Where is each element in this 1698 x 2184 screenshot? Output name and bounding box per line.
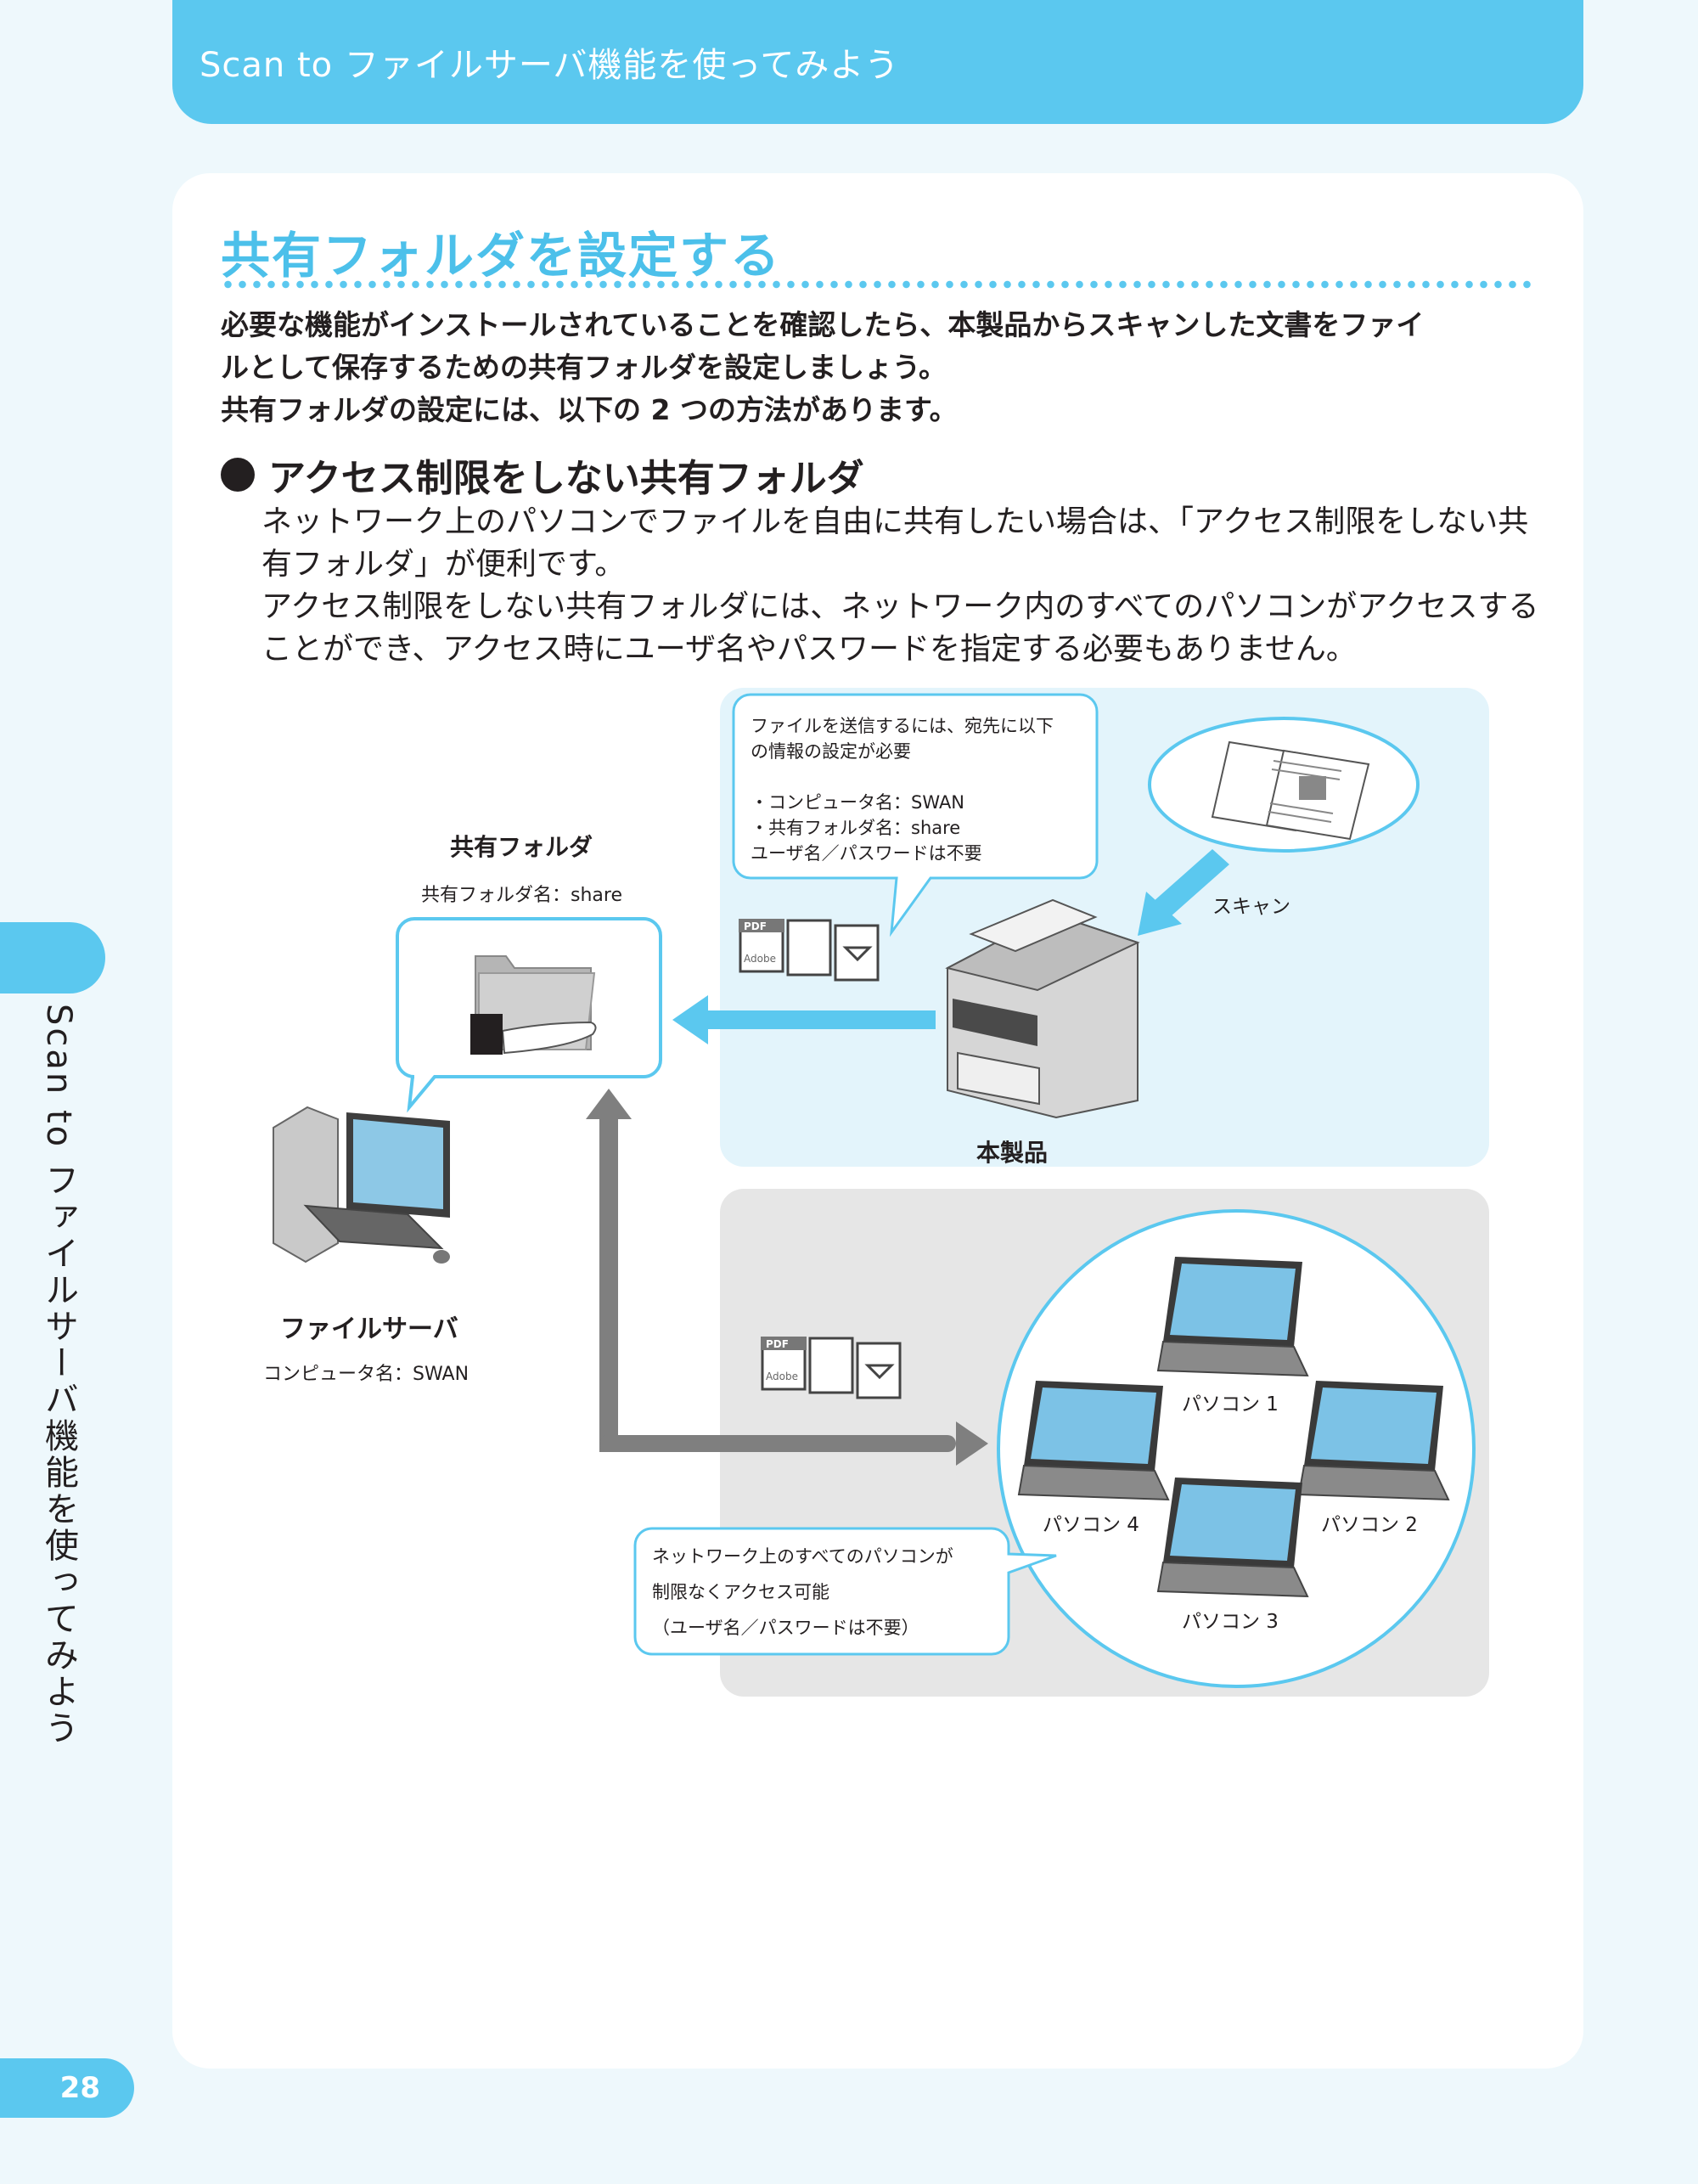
intro-line: 共有フォルダの設定には、以下の 2 つの方法があります。 — [221, 393, 958, 426]
body-line: 有フォルダ」が便利です。 — [261, 547, 626, 582]
callout-top-bubble — [732, 693, 1099, 937]
bullet-icon — [221, 458, 255, 492]
subsection-heading: アクセス制限をしない共有フォルダ — [221, 447, 864, 502]
pc-label-3: パソコン 3 — [1182, 1611, 1279, 1633]
page-number: 28 — [0, 2058, 134, 2118]
side-tab-text: Scan to ファイルサーバ機能を使ってみよう — [39, 1004, 78, 1747]
callout-bottom-line: （ユーザ名／パスワードは不要） — [652, 1618, 919, 1638]
callout-top-line: ・コンピュータ名：SWAN — [751, 792, 965, 813]
computer-name: コンピュータ名：SWAN — [263, 1364, 469, 1385]
body-line: ことができ、アクセス時にユーザ名やパスワードを指定する必要もありません。 — [261, 632, 1357, 667]
intro-line: ルとして保存するための共有フォルダを設定しましょう。 — [221, 351, 947, 384]
pc-label-2: パソコン 2 — [1321, 1514, 1418, 1536]
callout-bottom-line: ネットワーク上のすべてのパソコンが — [652, 1546, 953, 1567]
laptop-icon-pc2 — [1297, 1381, 1450, 1501]
pc-label-1: パソコン 1 — [1182, 1393, 1279, 1416]
network-access-arrow — [586, 1089, 988, 1466]
shared-folder-title: 共有フォルダ — [450, 833, 593, 861]
callout-top-line: ユーザ名／パスワードは不要 — [751, 843, 982, 864]
file-server-title: ファイルサーバ — [280, 1314, 458, 1344]
body-line: アクセス制限をしない共有フォルダには、ネットワーク内のすべてのパソコンがアクセス… — [261, 589, 1539, 624]
laptop-icon-pc1 — [1156, 1257, 1309, 1377]
pdf-documents-icon-bottom — [761, 1337, 902, 1399]
product-label: 本製品 — [976, 1139, 1049, 1167]
callout-top-line — [751, 764, 1054, 790]
laptop-icon-pc4 — [1017, 1381, 1170, 1501]
pdf-documents-icon-top — [739, 919, 880, 982]
laptop-icon-pc3 — [1156, 1478, 1309, 1598]
intro-text: 必要な機能がインストールされていることを確認したら、本製品からスキャンした文書を… — [221, 304, 1545, 431]
header-title: Scan to ファイルサーバ機能を使ってみよう — [200, 46, 900, 85]
pdf-label-top: PDF — [744, 920, 767, 932]
callout-top-line: の情報の設定が必要 — [751, 741, 911, 762]
hand-icon — [470, 1014, 597, 1055]
pc-label-4: パソコン 4 — [1043, 1514, 1139, 1536]
network-pcs-circle — [997, 1209, 1476, 1688]
intro-line: 必要な機能がインストールされていることを確認したら、本製品からスキャンした文書を… — [221, 308, 1425, 341]
printer-icon — [945, 898, 1140, 1119]
body-text: ネットワーク上のパソコンでファイルを自由に共有したい場合は、「アクセス制限をしな… — [261, 501, 1552, 671]
subsection-heading-text: アクセス制限をしない共有フォルダ — [268, 457, 864, 500]
scan-arrow — [1138, 849, 1229, 936]
pdf-label-bottom: PDF — [766, 1338, 789, 1350]
callout-bottom-text: ネットワーク上のすべてのパソコンが 制限なくアクセス可能 （ユーザ名／パスワード… — [652, 1539, 953, 1646]
callout-top-line: ファイルを送信するには、宛先に以下 — [751, 716, 1054, 736]
callout-top-line: ・共有フォルダ名：share — [751, 818, 961, 838]
save-arrow — [672, 995, 936, 1044]
callout-bottom-bubble — [633, 1527, 1057, 1656]
shared-folder-name: 共有フォルダ名：share — [421, 885, 622, 906]
adobe-label-bottom: Adobe — [766, 1371, 798, 1382]
callout-bottom-line: 制限なくアクセス可能 — [652, 1582, 829, 1602]
callout-top-text: ファイルを送信するには、宛先に以下 の情報の設定が必要 ・コンピュータ名：SWA… — [751, 713, 1054, 866]
dotted-divider — [221, 280, 1537, 289]
adobe-label-top: Adobe — [744, 953, 776, 965]
document-icon — [1148, 717, 1420, 853]
side-tab — [0, 922, 105, 993]
scan-label: スキャン — [1212, 896, 1290, 918]
section-title: 共有フォルダを設定する — [221, 227, 782, 284]
header-bar: Scan to ファイルサーバ機能を使ってみよう — [172, 0, 1583, 124]
file-server-icon — [273, 1106, 450, 1264]
body-line: ネットワーク上のパソコンでファイルを自由に共有したい場合は、「アクセス制限をしな… — [261, 504, 1529, 539]
